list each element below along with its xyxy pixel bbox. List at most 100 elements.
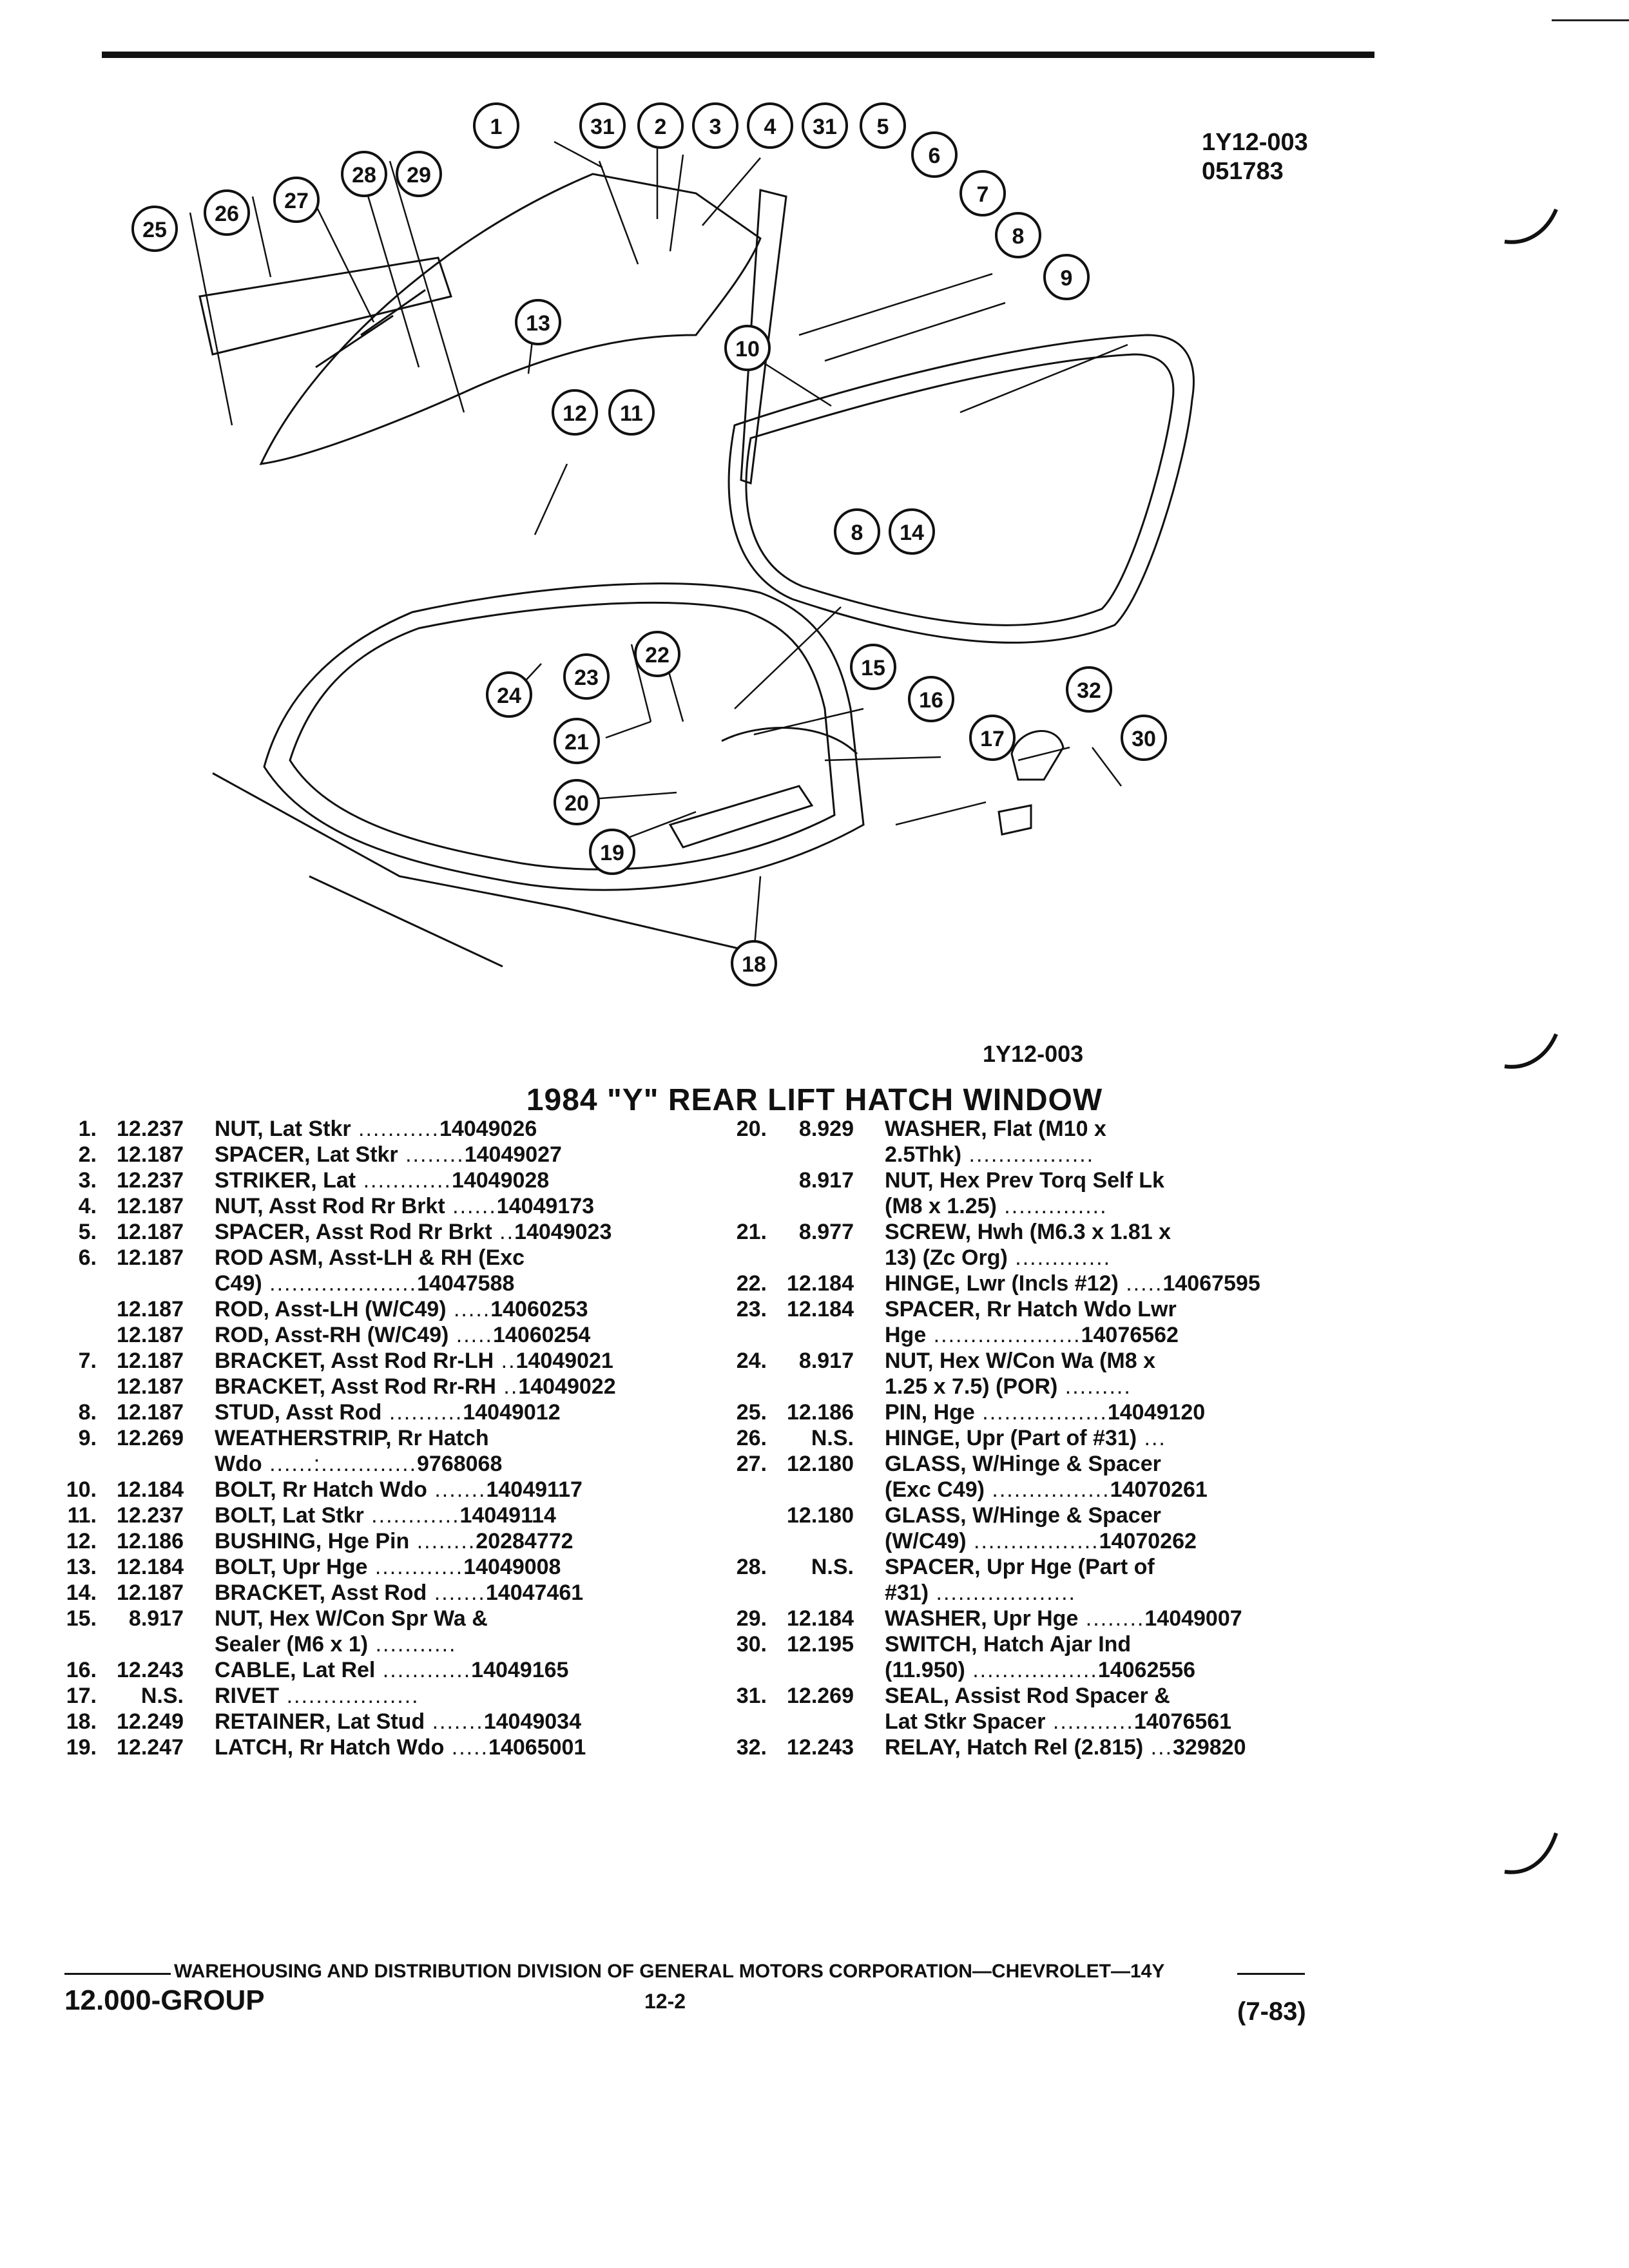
leader-dots: ........: [398, 1142, 465, 1167]
part-row: 13) (Zc Org) .............: [709, 1245, 1353, 1271]
part-description-cell: ROD, Asst-LH (W/C49) .....14060253: [190, 1296, 709, 1322]
part-row: #31) ...................: [709, 1580, 1353, 1606]
part-row: 1.25 x 7.5) (POR) .........: [709, 1374, 1353, 1399]
part-description-cell: STUD, Asst Rod ..........14049012: [190, 1399, 709, 1425]
leader-dots: .....: [1118, 1271, 1163, 1296]
group-number: [767, 1374, 860, 1399]
group-number: 8.917: [798, 1168, 854, 1193]
group-number: [767, 1322, 860, 1348]
part-row: Sealer (M6 x 1) ...........: [39, 1631, 709, 1657]
callout-label: 13: [526, 311, 550, 336]
item-number: 18.: [66, 1709, 97, 1734]
item-number: [39, 1451, 97, 1477]
part-description: Lat Stkr Spacer: [885, 1709, 1046, 1734]
group-number: 12.184: [117, 1555, 184, 1579]
part-number: 14060254: [493, 1323, 591, 1347]
item-number: [709, 1374, 767, 1399]
callout-30: 30: [1121, 715, 1167, 761]
margin-mark: [1504, 208, 1558, 244]
part-row: C49) ....................14047588: [39, 1271, 709, 1296]
callout-13: 13: [515, 299, 561, 345]
part-description-cell: WEATHERSTRIP, Rr Hatch: [190, 1425, 709, 1451]
item-number: [709, 1580, 767, 1606]
part-number: 14049021: [516, 1349, 613, 1373]
corner-mark: [1552, 19, 1629, 21]
part-number: 14049165: [471, 1658, 569, 1682]
item-number: 29.: [736, 1606, 767, 1631]
leader-dots: ................: [984, 1477, 1110, 1502]
hatch-glass: [259, 173, 762, 465]
footer-rule-right: [1237, 1973, 1305, 1975]
item-number: [709, 1322, 767, 1348]
part-description-cell: SPACER, Upr Hge (Part of: [860, 1554, 1353, 1580]
part-description-cell: SPACER, Rr Hatch Wdo Lwr: [860, 1296, 1353, 1322]
leader-dots: ..: [496, 1374, 519, 1399]
leader-dots: ...: [1143, 1735, 1173, 1760]
callout-label: 12: [563, 401, 587, 426]
group-number: 12.187: [117, 1142, 184, 1167]
item-number: 28.: [736, 1555, 767, 1579]
leader-dots: ....................: [926, 1323, 1081, 1347]
item-number: [709, 1193, 767, 1219]
part-row: (Exc C49) ................14070261: [709, 1477, 1353, 1503]
leader-dots: .................: [965, 1658, 1098, 1682]
part-number: 14049027: [464, 1142, 562, 1167]
part-description: 2.5Thk): [885, 1142, 962, 1167]
callout-label: 23: [574, 666, 599, 690]
part-description: BOLT, Lat Stkr: [215, 1503, 364, 1528]
part-description: WEATHERSTRIP, Rr Hatch: [215, 1426, 489, 1450]
callout-20: 20: [554, 779, 600, 825]
group-number: [767, 1142, 860, 1168]
leader-dots: .....: [448, 1323, 493, 1347]
group-number: 12.187: [117, 1374, 184, 1399]
part-description: SPACER, Lat Stkr: [215, 1142, 398, 1167]
callout-label: 14: [900, 521, 924, 545]
group-number: 12.180: [787, 1452, 854, 1476]
callout-label: 4: [764, 115, 776, 139]
group-number: 12.269: [117, 1426, 184, 1450]
item-number: 15.: [66, 1606, 97, 1631]
callout-label: 20: [564, 791, 589, 816]
part-description-cell: SCREW, Hwh (M6.3 x 1.81 x: [860, 1219, 1353, 1245]
margin-mark: [1504, 1033, 1558, 1069]
callout-23: 23: [563, 653, 610, 700]
group-number: 12.237: [117, 1117, 184, 1141]
callout-label: 15: [861, 656, 885, 680]
callout-31a: 31: [579, 102, 626, 149]
callout-label: 8: [1012, 224, 1025, 249]
callout-26: 26: [204, 189, 250, 236]
part-number: 14049022: [518, 1374, 616, 1399]
item-number: [709, 1657, 767, 1683]
group-number: 12.184: [787, 1271, 854, 1296]
part-description: WASHER, Upr Hge: [885, 1606, 1079, 1631]
part-description: CABLE, Lat Rel: [215, 1658, 376, 1682]
part-description-cell: LATCH, Rr Hatch Wdo .....14065001: [190, 1735, 709, 1760]
part-description-cell: BOLT, Rr Hatch Wdo .......14049117: [190, 1477, 709, 1503]
leader-dots: ..........: [381, 1400, 463, 1425]
part-description-cell: (Exc C49) ................14070261: [860, 1477, 1353, 1503]
part-row: 2.5Thk) .................: [709, 1142, 1353, 1168]
callout-label: 25: [142, 218, 167, 242]
release-relay: [998, 804, 1032, 836]
part-description-cell: NUT, Lat Stkr ...........14049026: [190, 1116, 709, 1142]
part-description: RETAINER, Lat Stud: [215, 1709, 425, 1734]
item-number: [709, 1142, 767, 1168]
part-number: 14076561: [1133, 1709, 1232, 1734]
callout-label: 16: [919, 688, 943, 713]
callout-16: 16: [908, 676, 954, 722]
callout-label: 8: [851, 521, 863, 545]
part-number: 14067595: [1162, 1271, 1260, 1296]
part-description: Hge: [885, 1323, 927, 1347]
group-number: [767, 1193, 860, 1219]
part-description: NUT, Asst Rod Rr Brkt: [215, 1194, 445, 1218]
item-number: 16.: [66, 1658, 97, 1682]
part-description-cell: 2.5Thk) .................: [860, 1142, 1353, 1168]
